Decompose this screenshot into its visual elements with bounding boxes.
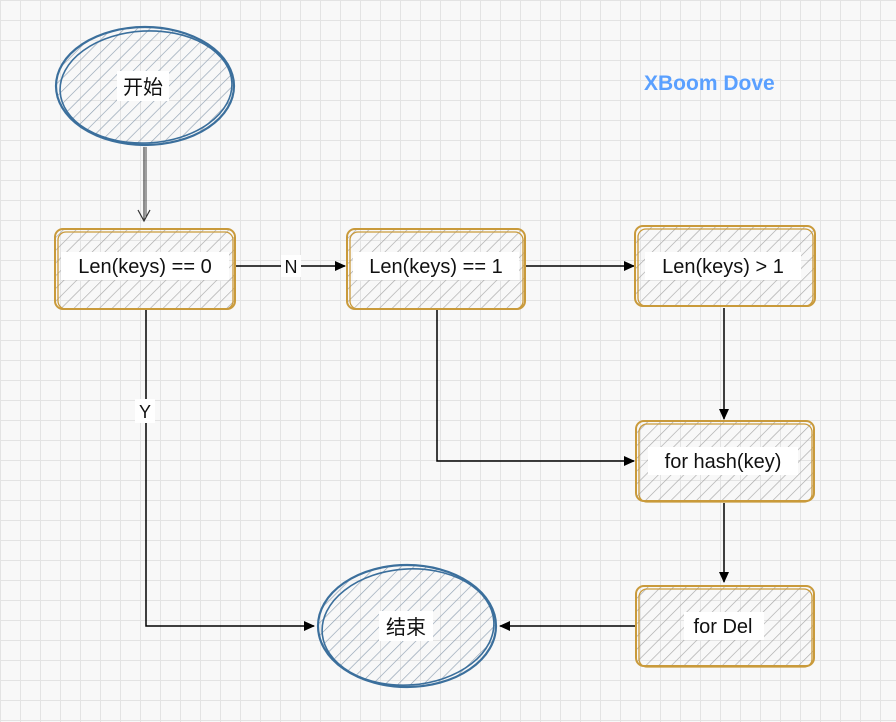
node-len-one-label: Len(keys) == 1 xyxy=(369,256,502,278)
node-for-del-label: for Del xyxy=(694,616,753,638)
edge-label-yes: Y xyxy=(135,399,155,423)
node-for-del[interactable]: for Del xyxy=(635,585,815,668)
edge-len1-to-hash xyxy=(436,308,635,466)
edge-start-to-len0 xyxy=(137,147,151,223)
node-len-greater-one-label: Len(keys) > 1 xyxy=(662,256,784,278)
end-node-label: 结束 xyxy=(386,616,426,639)
edge-label-yes-text: Y xyxy=(139,402,151,422)
edges xyxy=(137,147,729,631)
edge-len0-to-end xyxy=(145,308,315,631)
end-node[interactable]: 结束 xyxy=(316,563,498,691)
node-len-zero[interactable]: Len(keys) == 0 xyxy=(54,228,236,310)
brand-watermark: XBoom Dove xyxy=(644,72,775,95)
start-node-label: 开始 xyxy=(123,76,163,99)
edge-label-no-text: N xyxy=(285,257,298,277)
node-for-hash-label: for hash(key) xyxy=(665,451,782,473)
node-len-zero-label: Len(keys) == 0 xyxy=(78,256,211,278)
edge-label-no: N xyxy=(281,255,301,277)
node-for-hash[interactable]: for hash(key) xyxy=(635,420,815,503)
node-len-greater-one[interactable]: Len(keys) > 1 xyxy=(634,225,816,307)
start-node[interactable]: 开始 xyxy=(54,25,236,148)
node-len-one[interactable]: Len(keys) == 1 xyxy=(346,228,526,310)
